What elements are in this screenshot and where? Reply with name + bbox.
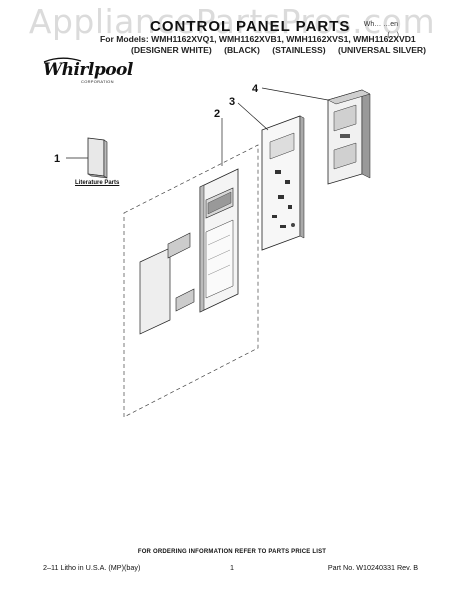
variant-stainless: (STAINLESS) [272,45,326,55]
part-number: Part No. W10240331 Rev. B [327,563,418,572]
callout-1: 1 [54,153,60,165]
page-number: 1 [230,563,234,572]
callout-2: 2 [214,108,220,120]
model-list: For Models: WMH1162XVQ1, WMH1162XVB1, WM… [100,34,416,44]
keypad-membrane [139,232,195,335]
brand-note: Wh… …en [363,21,398,28]
part-1-literature [87,137,108,179]
leader-3 [237,102,269,131]
ordering-info: FOR ORDERING INFORMATION REFER TO PARTS … [137,549,327,555]
callout-3: 3 [229,96,235,108]
variant-black: (BLACK) [224,45,260,55]
logo-corporation: CORPORATION [81,79,114,84]
part-2-control-panel [199,168,239,313]
logo-swirl-icon [43,57,82,63]
color-variants: (DESIGNER WHITE) (BLACK) (STAINLESS) (UN… [131,45,436,55]
brand-note-sub: (…) [387,32,399,39]
part-3-circuit-board [261,115,305,251]
page-title: CONTROL PANEL PARTS [150,18,351,35]
callout-4: 4 [252,83,259,95]
variant-designer-white: (DESIGNER WHITE) [131,45,212,55]
assembly-outline [123,144,259,418]
whirlpool-logo: Whirlpool CORPORATION [41,57,133,87]
logo-wordmark: Whirlpool [43,60,133,80]
literature-parts-label: Literature Parts [75,180,120,186]
variant-universal-silver: (UNIVERSAL SILVER) [337,45,426,55]
leader-4 [261,87,329,101]
part-4-bracket [327,89,371,185]
litho-note: 2–11 Litho in U.S.A. (MP)(bay) [43,563,141,572]
